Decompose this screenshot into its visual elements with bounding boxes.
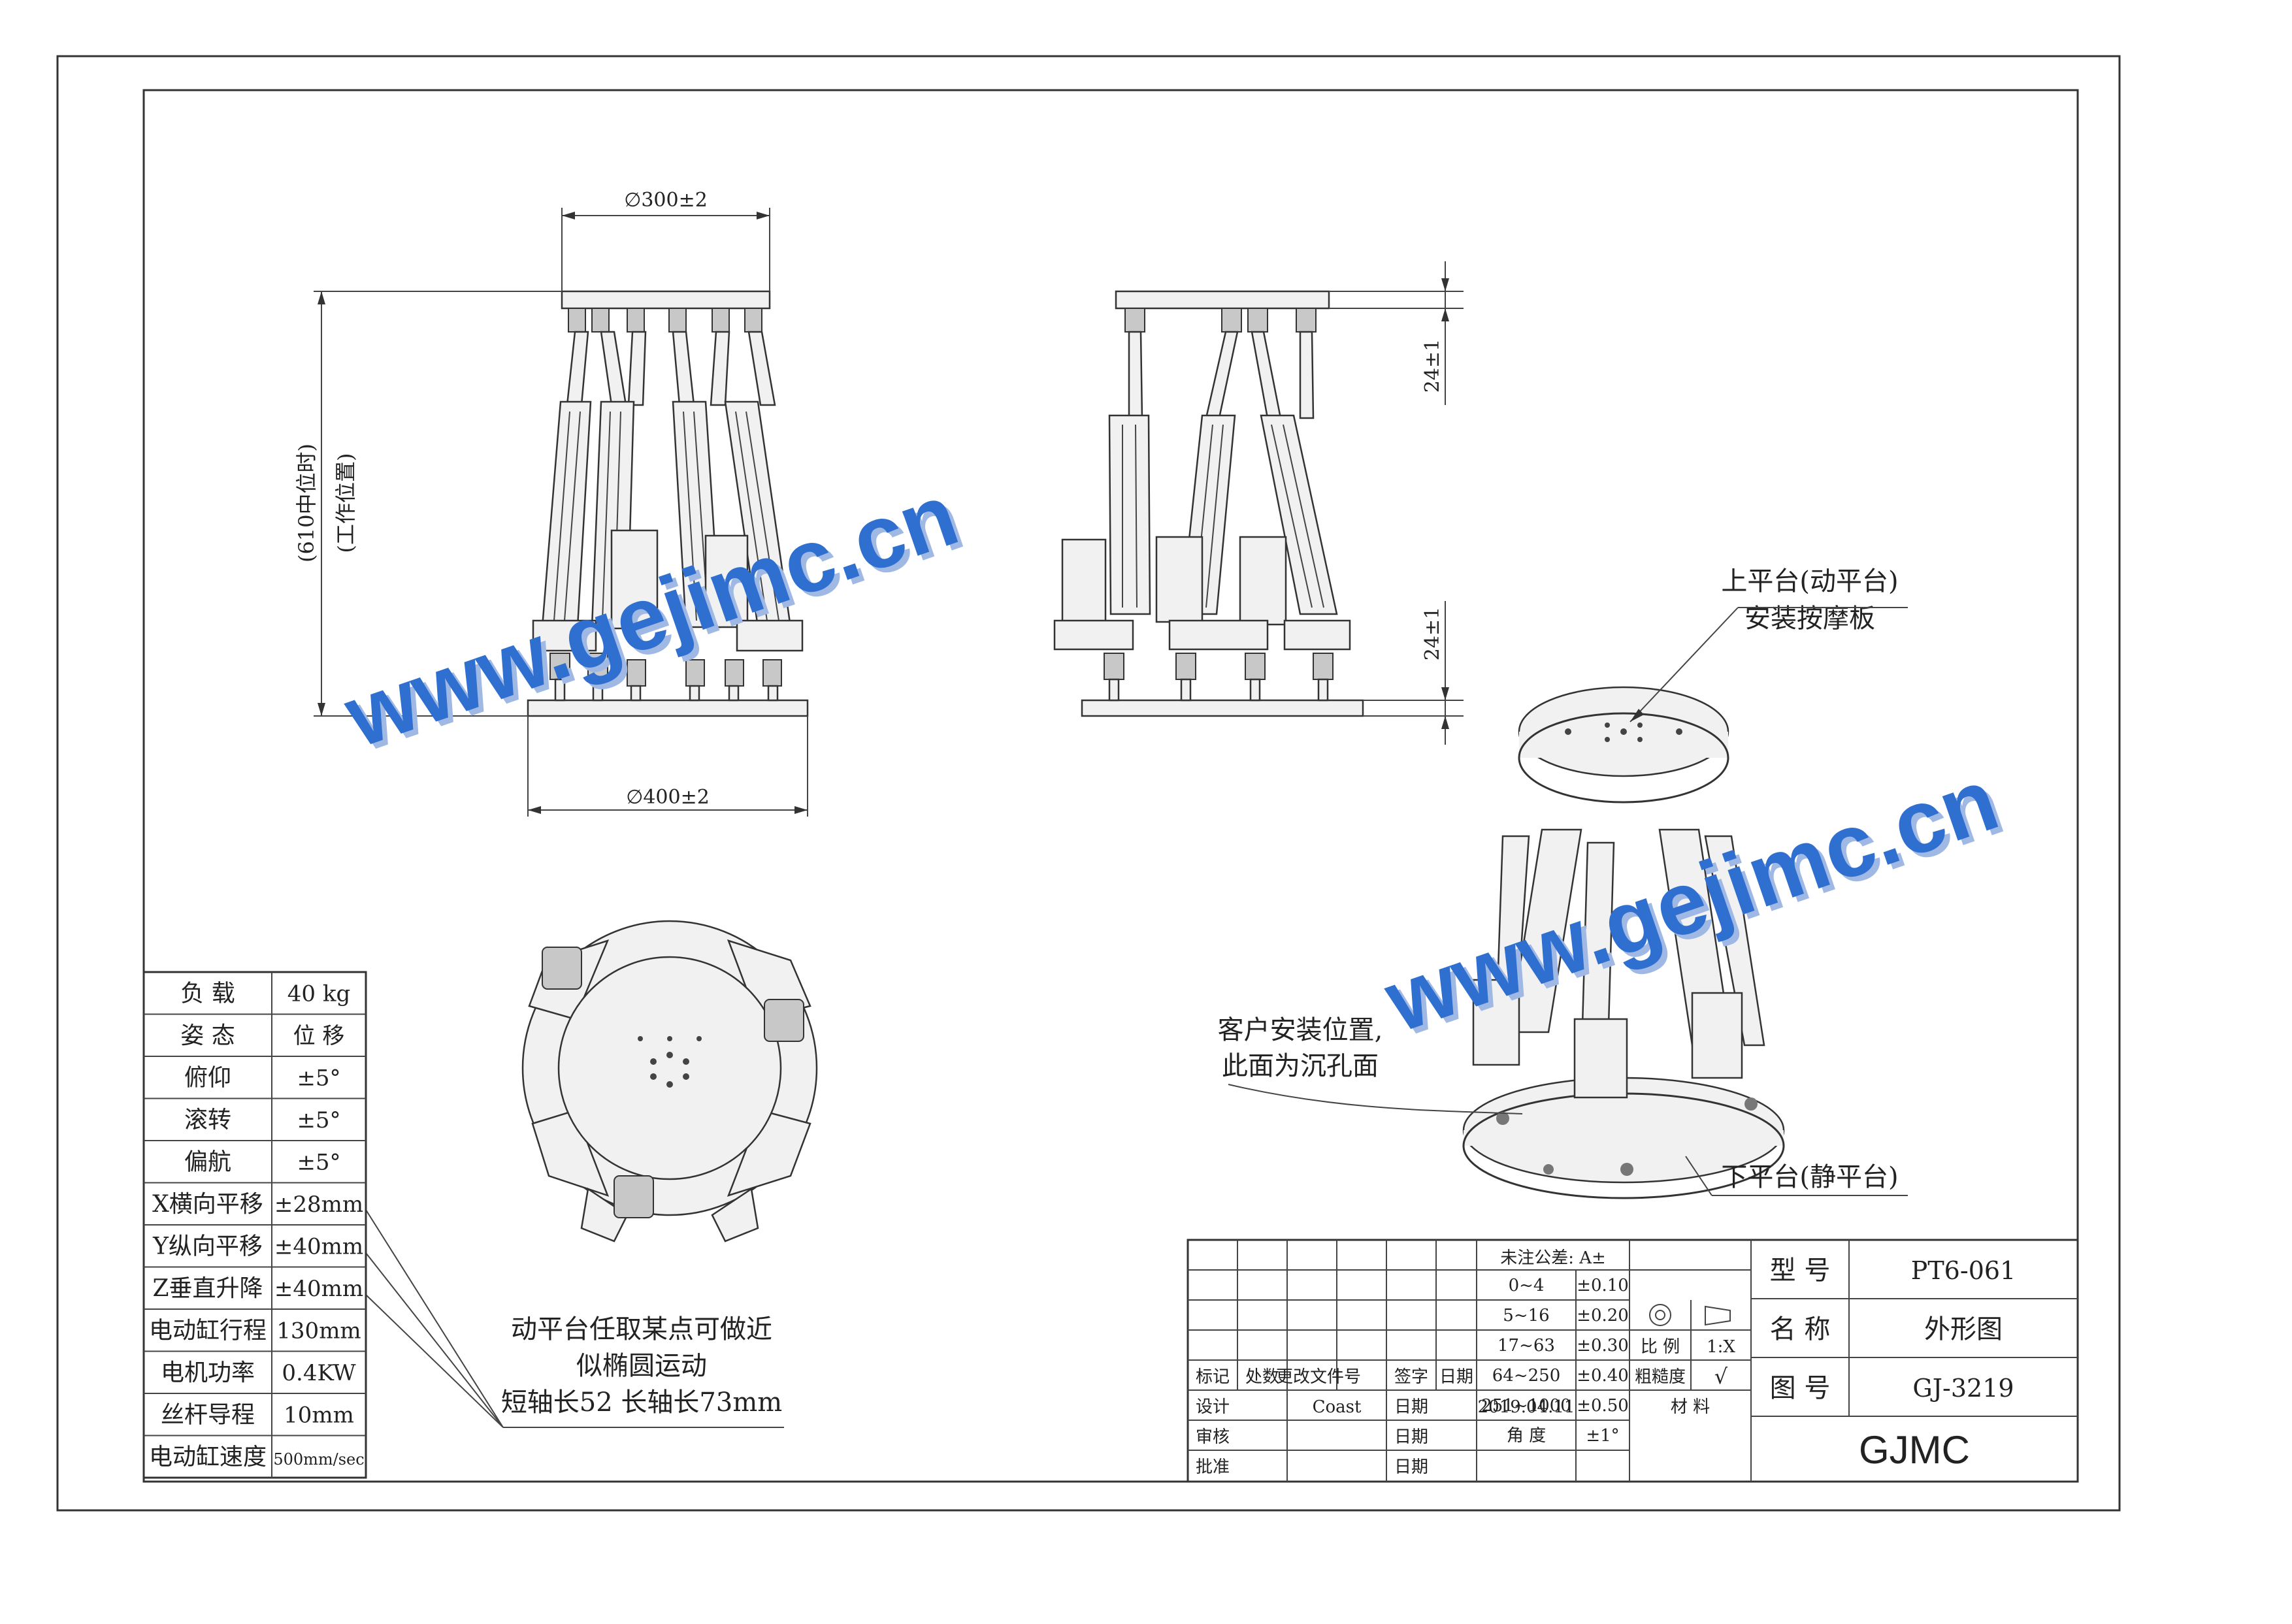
tol-range: 0~4 — [1509, 1276, 1545, 1295]
top-view — [521, 920, 818, 1242]
spec-label: 负 载 — [180, 980, 235, 1007]
bottom-diameter-dim: ∅400±2 — [626, 786, 710, 809]
model-label: 型 号 — [1770, 1256, 1831, 1286]
name-value: 外形图 — [1924, 1314, 2003, 1344]
designer-name: Coast — [1313, 1397, 1362, 1417]
tol-range: 251~1000 — [1481, 1396, 1571, 1416]
spec-value: 40 kg — [287, 981, 350, 1007]
spec-label: X横向平移 — [152, 1191, 263, 1218]
upper-platform-note: 安装按摩板 — [1744, 604, 1875, 634]
spec-label: 电动缸行程 — [149, 1317, 267, 1344]
tol-range: 角 度 — [1507, 1426, 1546, 1446]
revision-header: 更改文件号 — [1276, 1367, 1361, 1387]
material-label: 材 料 — [1671, 1397, 1710, 1417]
projection-symbol — [1649, 1304, 1731, 1326]
spec-label: Z垂直升降 — [152, 1275, 263, 1302]
date-label-2: 日期 — [1394, 1427, 1428, 1447]
spec-value: ±40mm — [274, 1276, 363, 1302]
design-label: 设计 — [1196, 1397, 1230, 1417]
height-dim-1: (610中位时) — [294, 444, 319, 562]
spec-label: 姿 态 — [180, 1022, 235, 1049]
spec-value: ±5° — [297, 1149, 340, 1175]
spec-value: 10mm — [284, 1402, 354, 1428]
model-value: PT6-061 — [1911, 1256, 2016, 1285]
tol-range: 64~250 — [1492, 1366, 1561, 1386]
isometric-view — [1462, 686, 1785, 1199]
tol-value: ±0.40 — [1577, 1366, 1629, 1386]
spec-value: ±5° — [297, 1107, 340, 1133]
motion-note-1: 动平台任取某点可做近 — [511, 1314, 772, 1344]
revision-header: 标记 — [1196, 1367, 1230, 1387]
spec-value: ±5° — [297, 1065, 340, 1091]
scale-value: 1:X — [1707, 1337, 1735, 1357]
approve-label: 批准 — [1196, 1457, 1230, 1477]
spec-label: 丝杆导程 — [161, 1401, 255, 1428]
spec-label: 电机功率 — [161, 1359, 255, 1386]
date-label-1: 日期 — [1394, 1397, 1428, 1417]
tol-range: 5~16 — [1503, 1306, 1549, 1325]
tol-range: 17~63 — [1498, 1336, 1555, 1356]
side-view: 24±1 24±1 — [1053, 261, 1464, 745]
review-label: 审核 — [1196, 1427, 1230, 1447]
motion-note-2: 似椭圆运动 — [576, 1351, 707, 1381]
spec-label: 偏航 — [184, 1148, 231, 1175]
side-top-dim: 24±1 — [1421, 339, 1444, 393]
tol-value: ±0.50 — [1577, 1396, 1629, 1416]
customer-mount-note: 此面为沉孔面 — [1222, 1051, 1379, 1081]
tol-value: ±0.30 — [1577, 1336, 1629, 1356]
tol-value: ±0.10 — [1577, 1276, 1629, 1295]
spec-label: Y纵向平移 — [152, 1233, 263, 1259]
roughness-symbol: √ — [1714, 1364, 1728, 1389]
spec-label: 电动缸速度 — [149, 1444, 267, 1470]
spec-value: ±28mm — [274, 1192, 363, 1218]
spec-value: 0.4KW — [282, 1360, 355, 1386]
lower-platform-label: 下平台(静平台) — [1721, 1162, 1898, 1192]
top-diameter-dim: ∅300±2 — [624, 189, 708, 212]
spec-value: ±40mm — [274, 1233, 363, 1259]
outer-border — [56, 55, 2121, 1512]
scale-label: 比 例 — [1641, 1337, 1680, 1357]
tol-value: ±0.20 — [1577, 1306, 1629, 1325]
customer-mount-label: 客户安装位置, — [1218, 1015, 1383, 1045]
revision-header: 日期 — [1439, 1367, 1473, 1387]
title-block: 未注公差: A± 0~4 ±0.10 5~16 ±0.20 17~63 ±0.30 64~2… — [1187, 1239, 2079, 1483]
drawing-label: 图 号 — [1770, 1373, 1831, 1403]
revision-header: 签字 — [1394, 1367, 1428, 1387]
drawing-number: GJ-3219 — [1912, 1374, 2014, 1403]
spec-value: 位 移 — [293, 1023, 345, 1049]
date-label-3: 日期 — [1394, 1457, 1428, 1477]
inner-border — [142, 89, 2079, 1483]
motion-note-3: 短轴长52 长轴长73mm — [501, 1388, 782, 1418]
front-view: ∅300±2 ∅400±2 (610中位时) (工作位置) — [294, 189, 809, 817]
company-logo: GJMC — [1859, 1428, 1970, 1472]
callouts: 上平台(动平台) 安装按摩板 客户安装位置, 此面为沉孔面 下平台(静平台) 动… — [365, 566, 1908, 1428]
height-dim-2: (工作位置) — [333, 453, 358, 553]
design-date: 2019.04.11 — [1478, 1397, 1575, 1417]
spec-label: 俯仰 — [184, 1064, 231, 1091]
side-bottom-dim: 24±1 — [1421, 607, 1444, 660]
tol-value: ±1° — [1586, 1426, 1619, 1446]
tolerance-title: 未注公差: A± — [1500, 1248, 1606, 1268]
revision-header: 处数 — [1245, 1367, 1279, 1387]
name-label: 名 称 — [1770, 1314, 1831, 1344]
watermark-1: www.gejimc.cn — [333, 464, 970, 766]
upper-platform-label: 上平台(动平台) — [1721, 566, 1898, 596]
spec-value: 130mm — [276, 1318, 361, 1344]
spec-label: 滚转 — [184, 1107, 231, 1133]
roughness-label: 粗糙度 — [1635, 1367, 1686, 1387]
spec-value: 500mm/sec — [273, 1450, 364, 1469]
spec-table: 负 载 40 kg 姿 态 位 移俯仰 ±5° 滚转 ±5° 偏航 ±5° X横向平移 ±28mmY… — [142, 971, 367, 1479]
